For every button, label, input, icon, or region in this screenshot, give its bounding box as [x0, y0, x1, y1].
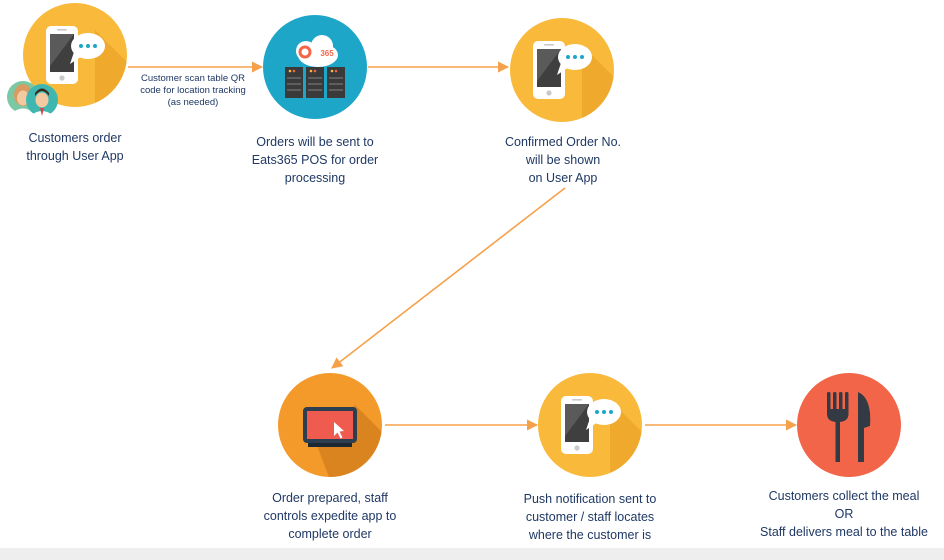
- node-label-pos-processing: Orders will be sent to Eats365 POS for o…: [251, 135, 379, 185]
- node-customer-order: [7, 3, 127, 116]
- node-order-prepared: [278, 373, 382, 477]
- edge-confirmed-to-prepared: [331, 187, 566, 369]
- node-label-meal-delivery: Customers collect the meal OR Staff deli…: [760, 489, 928, 539]
- customers-avatar-icon: [7, 81, 58, 116]
- tablet-tap-icon: [303, 407, 357, 447]
- node-push-notification: [538, 373, 642, 477]
- phone-chat-icon: [46, 26, 105, 84]
- fork-knife-icon: [827, 392, 871, 462]
- edges: [128, 61, 798, 431]
- node-confirmed-order: [510, 18, 614, 122]
- node-label-push-notification: Push notification sent to customer / sta…: [523, 492, 657, 542]
- phone-chat-icon: [533, 41, 592, 99]
- node-meal-delivery: [797, 373, 901, 477]
- cloud-server-icon: [285, 35, 345, 98]
- bottom-strip: [0, 548, 944, 560]
- phone-chat-icon: [561, 396, 621, 454]
- node-pos-processing: 365: [263, 15, 367, 119]
- node-circle: [797, 373, 901, 477]
- node-label-customer-order: Customers order through User App: [26, 131, 124, 163]
- edge-label-qr-scan: Customer scan table QR code for location…: [140, 73, 246, 108]
- node-label-confirmed-order: Confirmed Order No. will be shown on Use…: [504, 135, 621, 185]
- eats365-badge: 365: [320, 49, 334, 58]
- node-label-order-prepared: Order prepared, staff controls expedite …: [263, 491, 397, 541]
